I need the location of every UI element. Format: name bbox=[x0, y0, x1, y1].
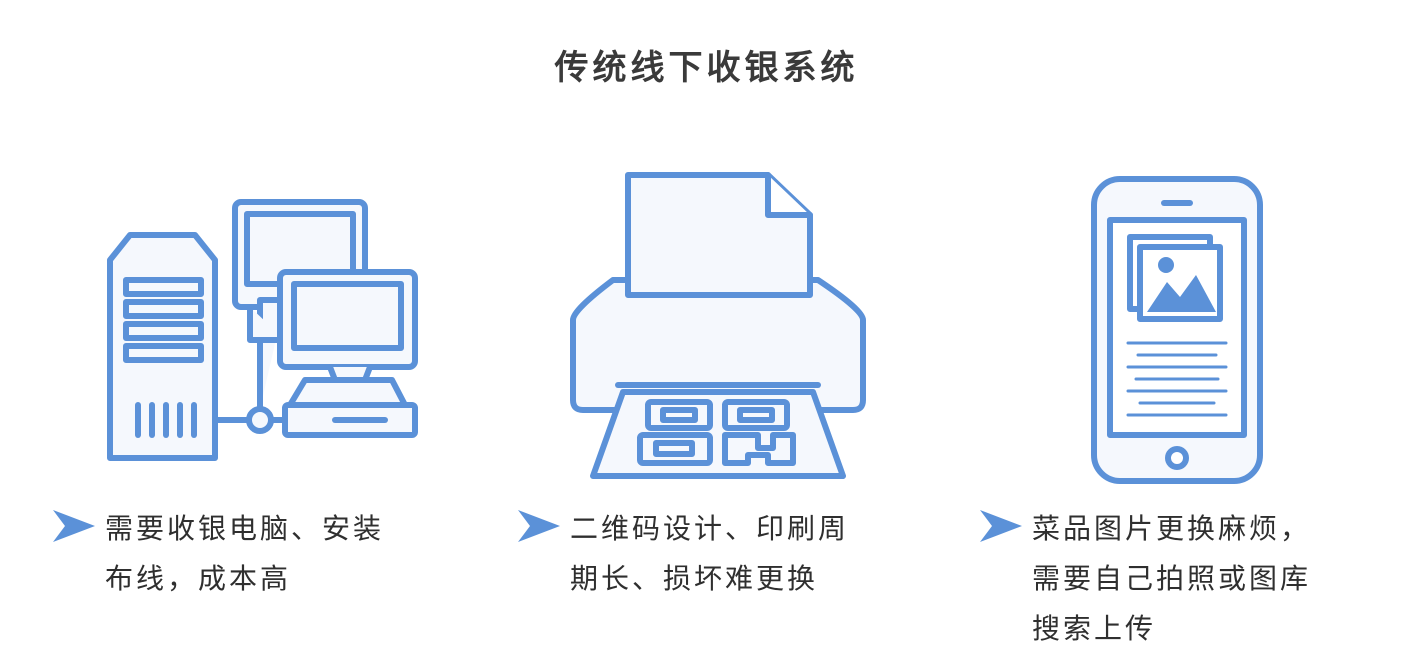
caption-text: 二维码设计、印刷周期长、损坏难更换 bbox=[570, 512, 850, 595]
smartphone-gallery-icon bbox=[1091, 176, 1263, 484]
arrow-icon bbox=[53, 510, 95, 542]
caption-text: 需要收银电脑、安装布线，成本高 bbox=[105, 512, 385, 595]
printer-icon bbox=[570, 172, 866, 479]
page-title: 传统线下收银系统 bbox=[554, 48, 859, 88]
arrow-icon bbox=[518, 510, 560, 542]
arrow-icon bbox=[980, 510, 1022, 542]
pos-computer-icon bbox=[107, 199, 418, 461]
caption-text: 菜品图片更换麻烦，需要自己拍照或图库搜索上传 bbox=[1032, 512, 1312, 645]
